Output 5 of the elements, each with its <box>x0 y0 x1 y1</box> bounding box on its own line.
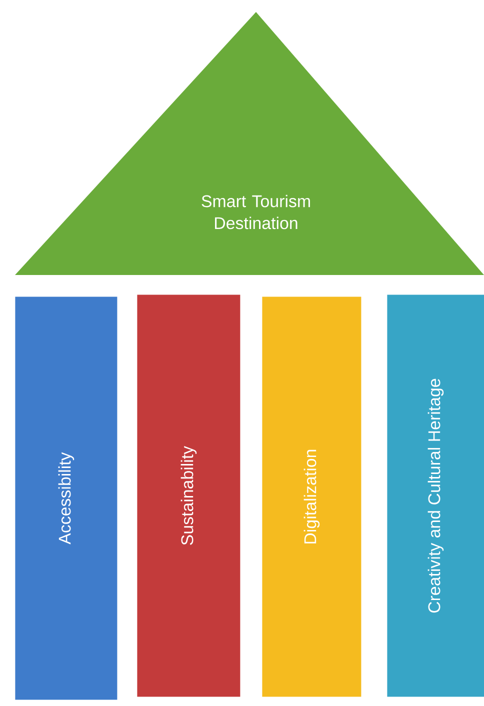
pillar-box: Creativity and Cultural Heritage <box>387 294 484 697</box>
pillar-box: Digitalization <box>262 296 362 697</box>
pillar-box: Sustainability <box>137 294 240 697</box>
roof-triangle: Smart Tourism Destination <box>15 12 484 275</box>
pillar-box: Accessibility <box>15 296 118 700</box>
